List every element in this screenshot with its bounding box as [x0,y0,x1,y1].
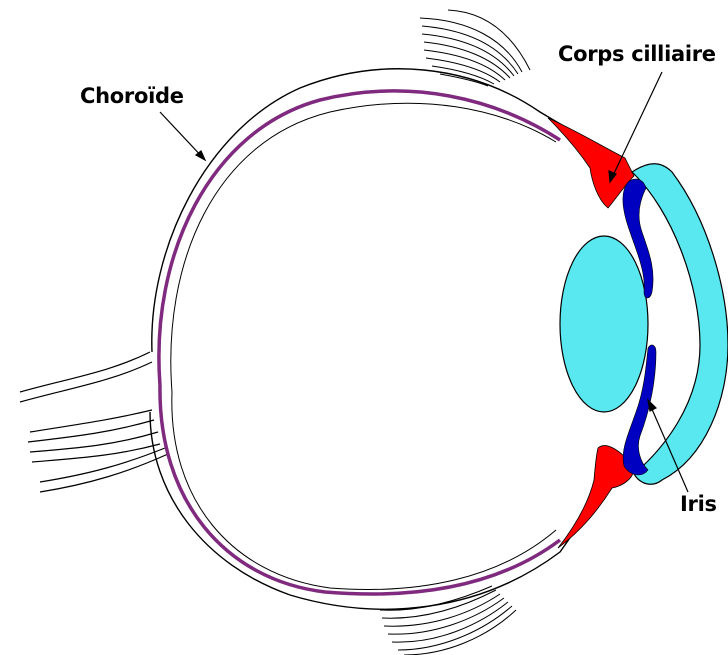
lens [560,236,648,412]
iris-arrowhead [648,400,656,411]
optic-nerve [20,352,168,492]
iris-label: Iris [680,492,717,516]
muscle-top [420,10,530,86]
choroide-label: Choroïde [80,84,184,108]
retina-inner [171,103,556,589]
ciliary-body-bottom [558,446,634,548]
choroid-layer [159,91,560,594]
corps-ciliaire-label: Corps cilliaire [558,42,716,66]
ciliary-body-top [548,118,634,208]
sclera-outer [150,69,612,609]
muscle-bottom [380,586,516,655]
